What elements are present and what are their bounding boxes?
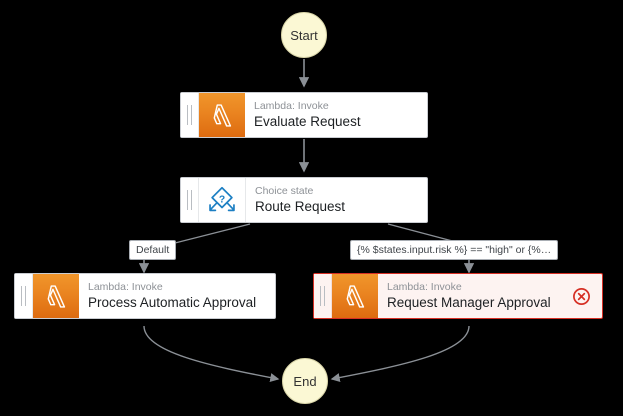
start-node-label: Start: [290, 27, 318, 43]
state-node-subtitle: Choice state: [255, 185, 314, 197]
state-node-route-request[interactable]: ? Choice state Route Request: [180, 177, 428, 223]
end-node[interactable]: End: [282, 358, 328, 404]
state-node-subtitle: Lambda: Invoke: [387, 281, 462, 293]
edge-route-to-default-label: [174, 223, 251, 244]
state-node-subtitle: Lambda: Invoke: [88, 281, 163, 293]
drag-handle-icon[interactable]: [181, 178, 199, 222]
drag-handle-icon[interactable]: [181, 93, 199, 137]
state-node-title: Request Manager Approval: [387, 295, 551, 310]
state-node-title: Evaluate Request: [254, 114, 361, 129]
edge-request-to-end: [330, 325, 470, 383]
state-node-title: Process Automatic Approval: [88, 295, 257, 310]
state-node-subtitle: Lambda: Invoke: [254, 100, 329, 112]
edge-process-to-end: [143, 325, 280, 383]
error-circle-x-icon[interactable]: [566, 274, 602, 318]
state-node-evaluate-request[interactable]: Lambda: Invoke Evaluate Request: [180, 92, 428, 138]
edge-label-condition[interactable]: {% $states.input.risk %} == "high" or {%…: [350, 240, 559, 260]
start-node[interactable]: Start: [281, 12, 327, 58]
state-node-title: Route Request: [255, 199, 346, 214]
lambda-icon: [33, 274, 79, 318]
drag-handle-icon[interactable]: [314, 274, 332, 318]
drag-handle-icon[interactable]: [15, 274, 33, 318]
lambda-icon: [332, 274, 378, 318]
edge-label-condition-text: {% $states.input.risk %} == "high" or {%…: [357, 244, 552, 256]
end-node-label: End: [293, 373, 317, 389]
edge-label-default[interactable]: Default: [129, 240, 177, 260]
state-node-process-automatic-approval[interactable]: Lambda: Invoke Process Automatic Approva…: [14, 273, 276, 319]
svg-text:?: ?: [219, 194, 225, 205]
choice-state-icon: ?: [199, 178, 246, 222]
edge-label-default-text: Default: [136, 244, 170, 256]
lambda-icon: [199, 93, 245, 137]
state-node-request-manager-approval[interactable]: Lambda: Invoke Request Manager Approval: [313, 273, 603, 319]
